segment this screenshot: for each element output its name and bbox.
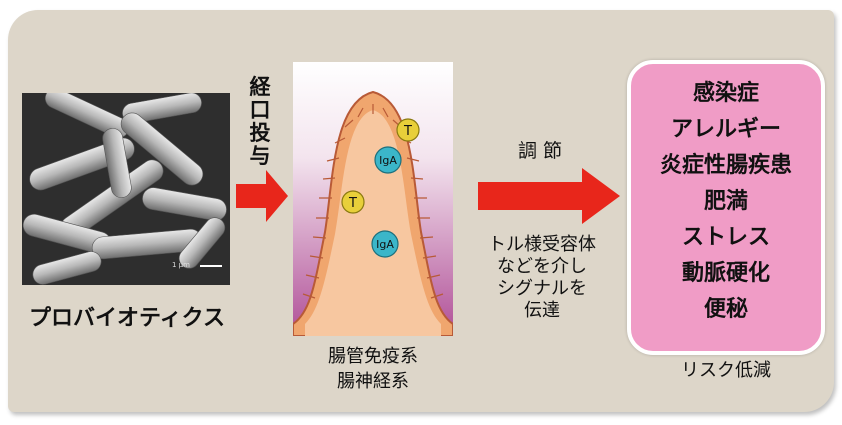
- outcome-item: 便秘: [631, 292, 821, 328]
- iga-cell-2-label: IgA: [376, 238, 394, 251]
- mechanism-text: トル様受容体 などを介し シグナルを 伝達: [466, 234, 618, 322]
- outcome-item: 炎症性腸疾患: [631, 148, 821, 184]
- risk-reduction-label: リスク低減: [627, 356, 825, 382]
- oral-administration-label: 経口投与: [240, 76, 280, 168]
- probiotics-label: プロバイオティクス: [8, 300, 246, 332]
- mechanism-line-1: トル様受容体: [466, 234, 618, 256]
- mechanism-line-2: などを介し: [466, 256, 618, 278]
- right-arrow-large: [478, 168, 620, 224]
- risk-outcomes-box: 感染症 アレルギー 炎症性腸疾患 肥満 ストレス 動脈硬化 便秘: [627, 60, 825, 355]
- mechanism-line-3: シグナルを: [466, 278, 618, 300]
- outcome-item: 動脈硬化: [631, 256, 821, 292]
- t-cell-2-label: T: [348, 196, 357, 211]
- outcome-item: 感染症: [631, 76, 821, 112]
- outcome-item: ストレス: [631, 220, 821, 256]
- mechanism-line-4: 伝達: [466, 300, 618, 322]
- scale-label: 1 μm: [172, 261, 190, 269]
- scale-bar: [200, 265, 222, 267]
- gut-nervous-label: 腸神経系: [293, 367, 453, 393]
- outcome-list: 感染症 アレルギー 炎症性腸疾患 肥満 ストレス 動脈硬化 便秘: [631, 76, 821, 328]
- t-cell-1-label: T: [403, 124, 412, 139]
- outcome-item: 肥満: [631, 184, 821, 220]
- intestinal-villus-diagram: T IgA T IgA: [293, 62, 453, 336]
- iga-cell-1-label: IgA: [379, 154, 397, 167]
- bacteria-photo: 1 μm: [22, 93, 230, 285]
- gut-immune-label: 腸管免疫系: [293, 342, 453, 368]
- bacteria-rods-image: [22, 93, 230, 285]
- regulation-label: 調 節: [470, 136, 610, 163]
- right-arrow: [236, 168, 288, 224]
- outcome-item: アレルギー: [631, 112, 821, 148]
